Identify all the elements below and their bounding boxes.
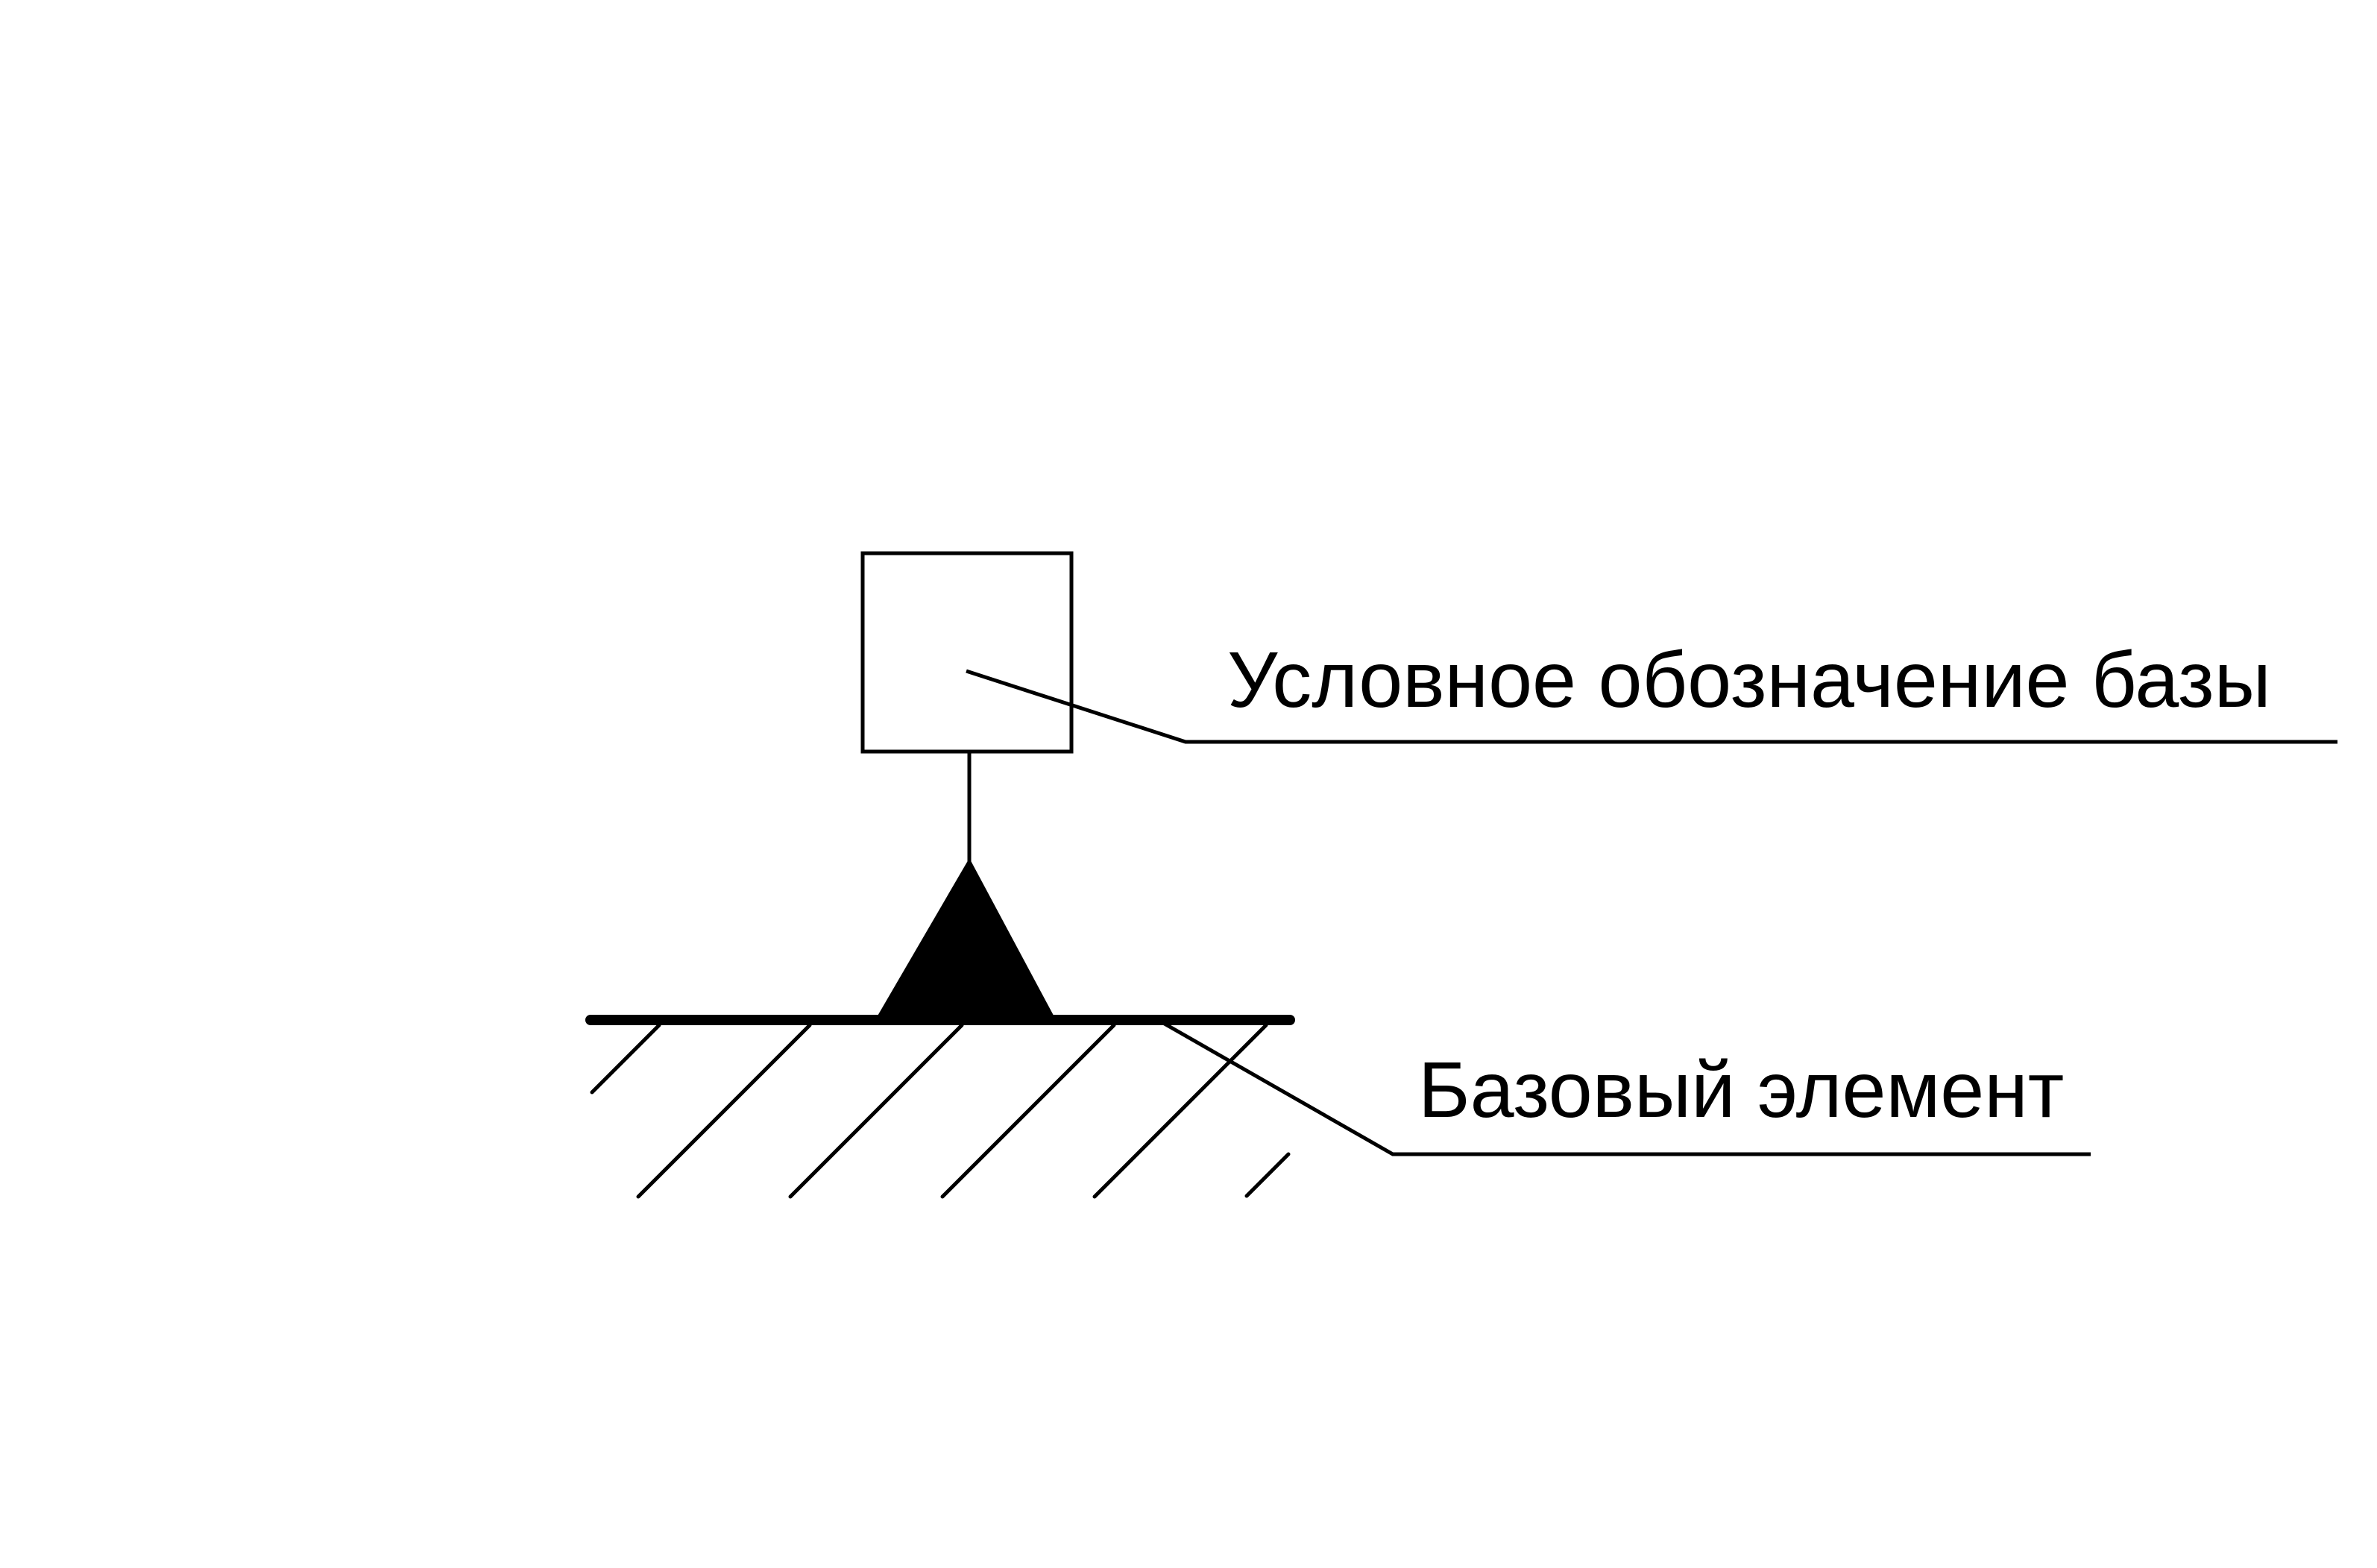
- datum-symbol-label: Условное обозначение базы: [1227, 636, 2271, 724]
- datum-triangle: [875, 860, 1056, 1021]
- datum-frame: [860, 551, 1074, 754]
- base-element-leader: [1162, 1021, 2091, 1156]
- datum-symbol-leader: [966, 669, 2337, 744]
- base-element-label: Базовый элемент: [1418, 1046, 2064, 1134]
- surface-hatching: [590, 1023, 1291, 1199]
